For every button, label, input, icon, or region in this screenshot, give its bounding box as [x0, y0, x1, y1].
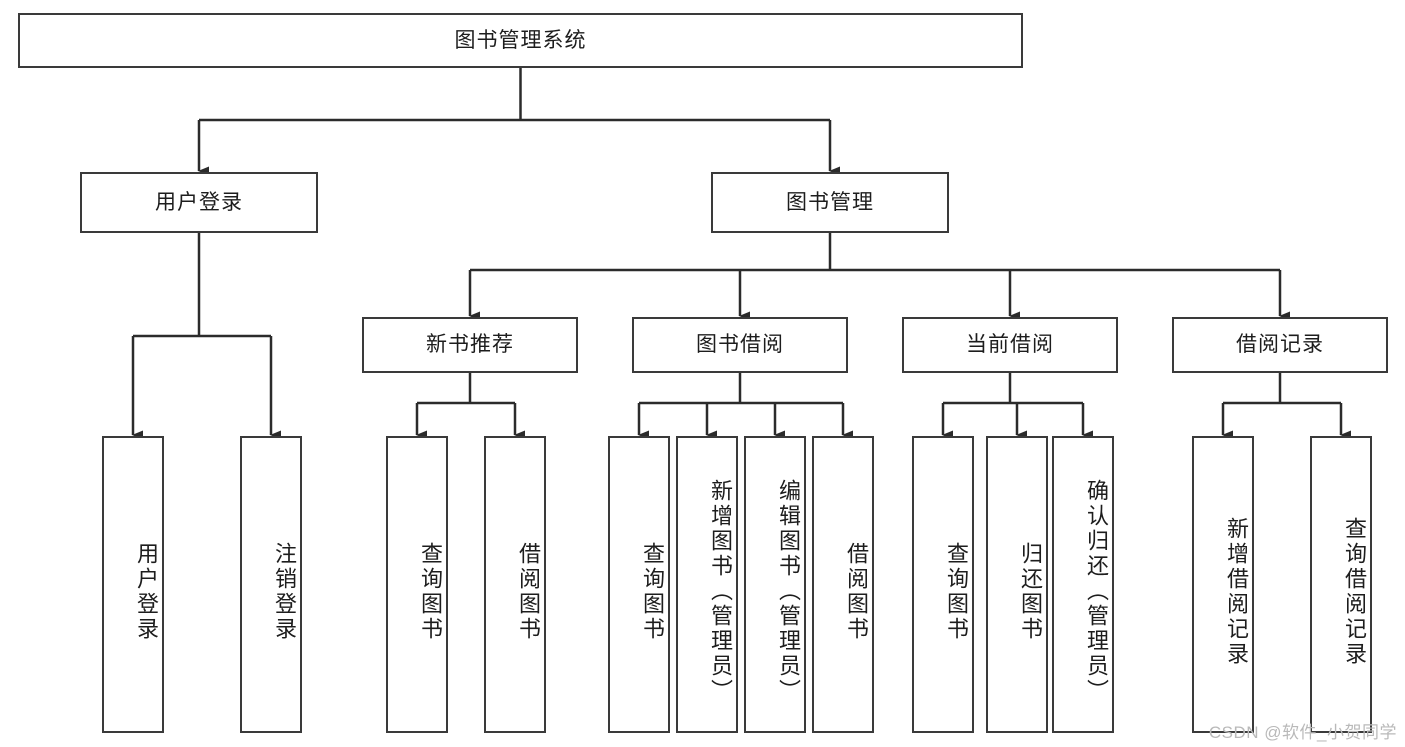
leaf-query-borrow-record[interactable]: 查询借阅记录	[1310, 436, 1372, 733]
leaf-borrow-book-2-label: 借阅图书	[844, 541, 869, 642]
node-root[interactable]: 图书管理系统	[18, 13, 1023, 68]
leaf-add-borrow-record[interactable]: 新增借阅记录	[1192, 436, 1254, 733]
node-book-manage[interactable]: 图书管理	[711, 172, 949, 233]
node-user-login-label: 用户登录	[155, 190, 243, 214]
leaf-confirm-return-label: 确认归还（管理员）	[1084, 479, 1109, 704]
leaf-query-book-2-label: 查询图书	[640, 541, 665, 642]
leaf-add-book[interactable]: 新增图书（管理员）	[676, 436, 738, 733]
leaf-edit-book-label: 编辑图书（管理员）	[776, 479, 801, 704]
leaf-confirm-return[interactable]: 确认归还（管理员）	[1052, 436, 1114, 733]
node-book-borrow[interactable]: 图书借阅	[632, 317, 848, 373]
node-current-borrow-label: 当前借阅	[966, 333, 1054, 357]
leaf-return-book-label: 归还图书	[1018, 541, 1043, 642]
leaf-edit-book[interactable]: 编辑图书（管理员）	[744, 436, 806, 733]
node-book-manage-label: 图书管理	[786, 190, 874, 214]
node-current-borrow[interactable]: 当前借阅	[902, 317, 1118, 373]
leaf-user-login-label: 用户登录	[134, 541, 159, 642]
node-user-login[interactable]: 用户登录	[80, 172, 318, 233]
leaf-query-book-1[interactable]: 查询图书	[386, 436, 448, 733]
node-borrow-record[interactable]: 借阅记录	[1172, 317, 1388, 373]
leaf-query-book-1-label: 查询图书	[418, 541, 443, 642]
leaf-user-login[interactable]: 用户登录	[102, 436, 164, 733]
node-new-book-recommend[interactable]: 新书推荐	[362, 317, 578, 373]
leaf-add-borrow-record-label: 新增借阅记录	[1224, 516, 1249, 667]
leaf-return-book[interactable]: 归还图书	[986, 436, 1048, 733]
leaf-borrow-book-1[interactable]: 借阅图书	[484, 436, 546, 733]
csdn-watermark: CSDN @软件_小贺同学	[1208, 723, 1397, 742]
leaf-add-book-label: 新增图书（管理员）	[708, 479, 733, 704]
leaf-logout[interactable]: 注销登录	[240, 436, 302, 733]
leaf-borrow-book-2[interactable]: 借阅图书	[812, 436, 874, 733]
leaf-query-book-3[interactable]: 查询图书	[912, 436, 974, 733]
leaf-query-book-3-label: 查询图书	[944, 541, 969, 642]
node-book-borrow-label: 图书借阅	[696, 333, 784, 357]
leaf-logout-label: 注销登录	[272, 541, 297, 642]
node-root-label: 图书管理系统	[454, 28, 587, 52]
node-new-book-recommend-label: 新书推荐	[426, 333, 514, 357]
node-borrow-record-label: 借阅记录	[1236, 333, 1324, 357]
leaf-query-book-2[interactable]: 查询图书	[608, 436, 670, 733]
leaf-query-borrow-record-label: 查询借阅记录	[1342, 516, 1367, 667]
edge-paths	[131, 68, 1351, 440]
leaf-borrow-book-1-label: 借阅图书	[516, 541, 541, 642]
